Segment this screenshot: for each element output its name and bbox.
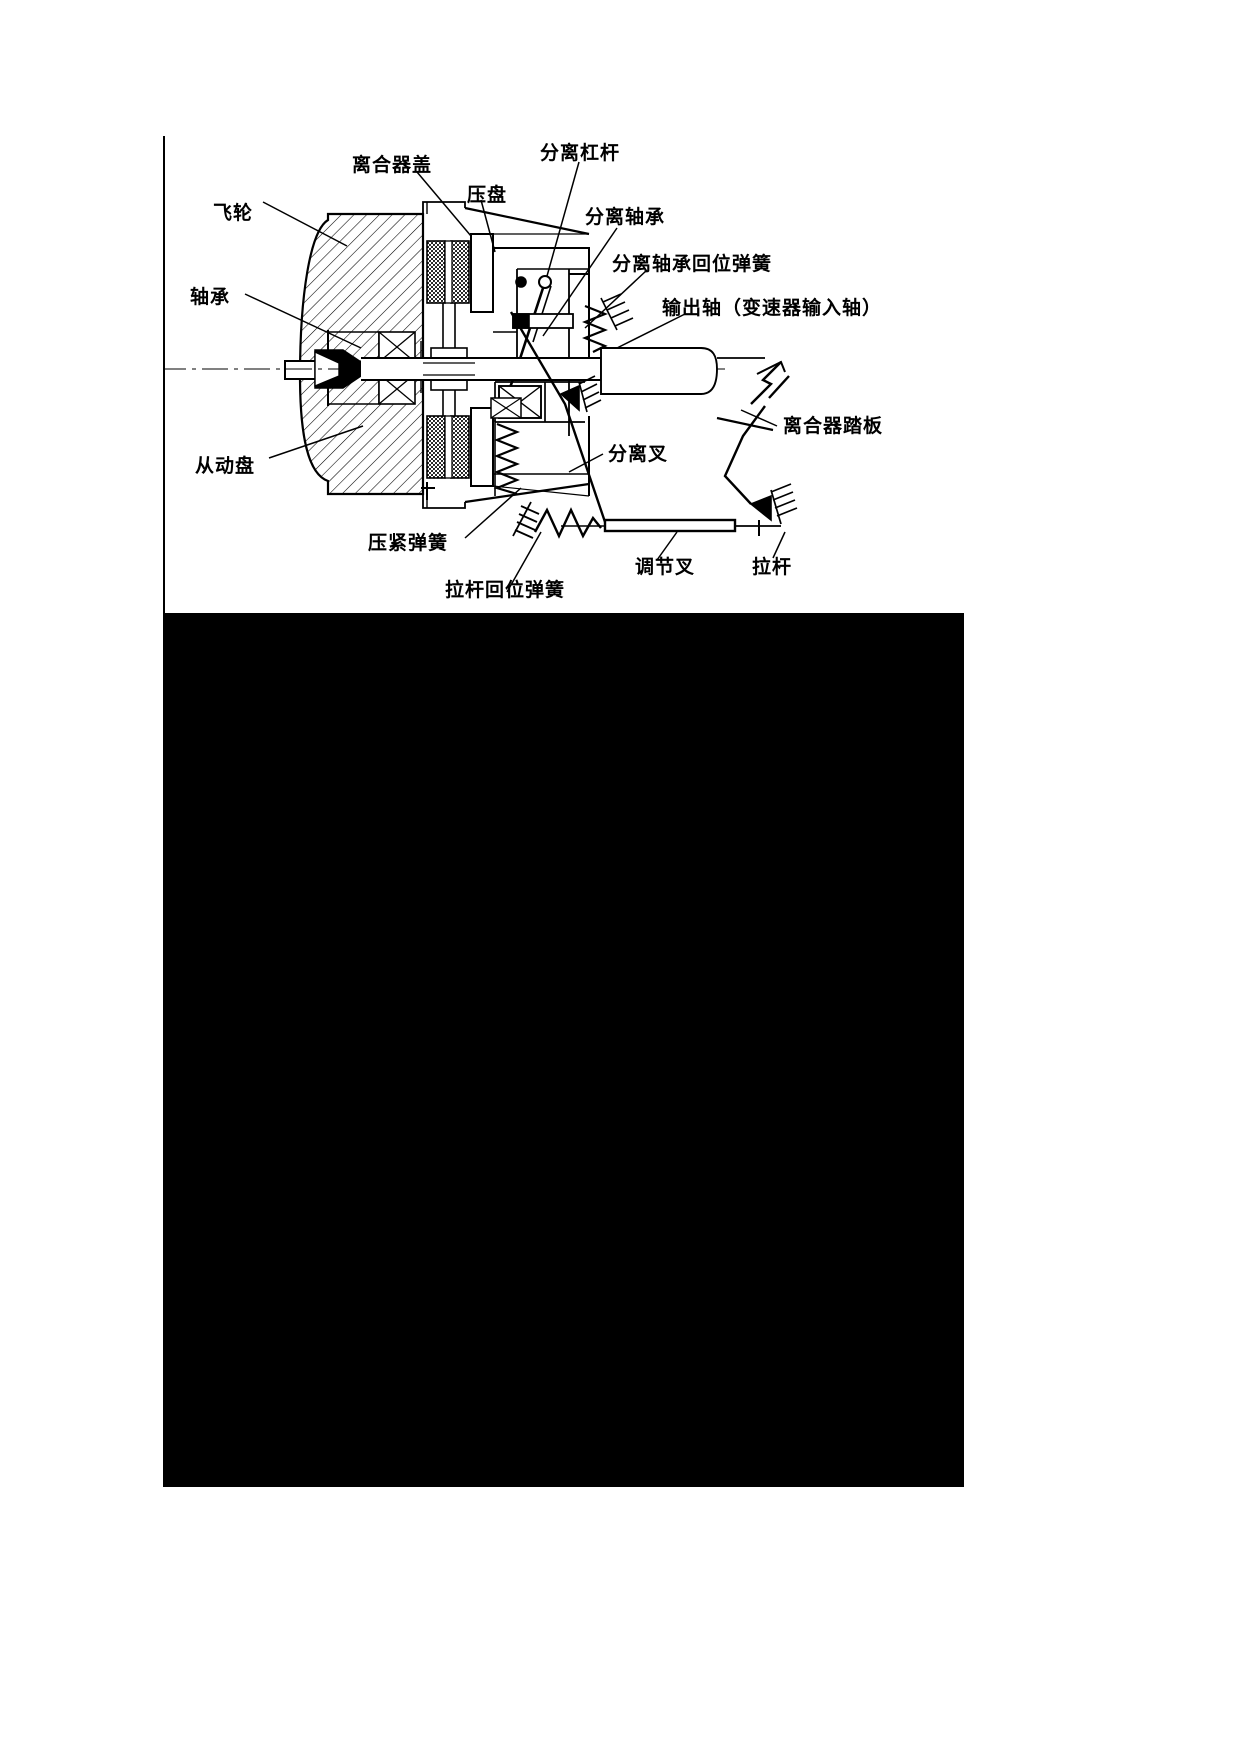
driven-disc [426,240,470,479]
label-release-lever: 分离杠杆 [540,142,621,164]
label-clutch-cover: 离合器盖 [352,154,433,176]
clamping-spring [493,420,520,496]
label-output-shaft: 输出轴（变速器输入轴） [662,297,883,319]
black-content-block [163,613,964,1487]
label-driven-disc: 从动盘 [195,455,256,477]
label-adjusting-fork: 调节叉 [635,556,696,578]
label-release-bearing: 分离轴承 [585,206,666,228]
label-pull-rod: 拉杆 [752,556,793,578]
clutch-diagram-svg [165,161,798,593]
clutch-pedal-linkage [716,360,798,536]
label-pressure-plate: 压盘 [467,184,508,206]
label-pull-rod-return-spring: 拉杆回位弹簧 [445,579,566,601]
label-release-bearing-return-spring: 分离轴承回位弹簧 [612,253,773,275]
diagram-geometry [165,161,798,593]
flywheel-body [284,212,425,496]
label-clutch-pedal: 离合器踏板 [783,415,884,437]
pull-rod-return-spring [512,501,602,539]
label-clamping-spring: 压紧弹簧 [368,532,449,554]
label-bearing: 轴承 [190,286,231,308]
label-flywheel: 飞轮 [213,202,254,224]
pull-rod [561,518,781,533]
clutch-diagram-figure: 飞轮 离合器盖 压盘 分离杠杆 分离轴承 分离轴承回位弹簧 输出轴（变速器输入轴… [163,136,966,613]
release-bearing-return-spring [582,293,634,353]
leader-lines [244,161,786,593]
label-release-fork: 分离叉 [608,443,669,465]
